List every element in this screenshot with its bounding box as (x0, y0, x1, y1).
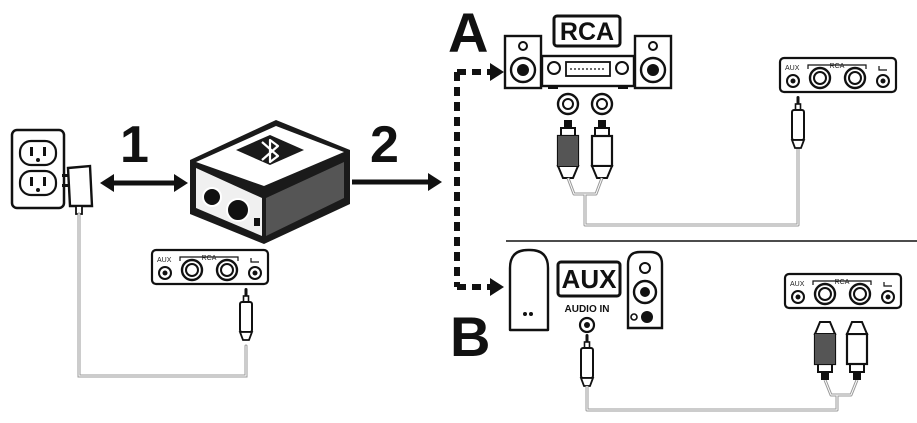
step-2-number: 2 (370, 116, 399, 174)
port-panel-r-aux-label: AUX (157, 257, 172, 264)
arrow-step-2 (352, 173, 442, 191)
rca-plug-b-left (813, 320, 837, 382)
rca-badge: RCA (552, 14, 622, 48)
branch-dashed-line (454, 63, 504, 296)
power-adapter-icon (62, 164, 94, 215)
portable-speaker-icon (508, 248, 550, 332)
wall-outlet-icon (10, 128, 66, 210)
rca-plug-left (556, 118, 580, 180)
jack-plug-option-a (791, 95, 805, 149)
port-panel-aux-label: AUX (785, 65, 800, 72)
receiver-port-right (226, 198, 250, 222)
port-panel-rca-label: RCA (830, 63, 845, 70)
audio-in-socket (578, 316, 596, 334)
aux-badge-label: AUX (562, 264, 618, 294)
option-b-letter: B (450, 305, 490, 368)
audio-in-label: AUDIO IN (565, 304, 610, 315)
port-panel-option-b: AUX RCA (783, 272, 903, 310)
stereo-rca-sockets (556, 92, 614, 116)
step-1-number: 1 (120, 116, 149, 174)
port-panel-r-rca-label: RCA (202, 255, 217, 262)
power-cable (77, 212, 248, 378)
rca-plug-right (590, 118, 614, 180)
stereo-system-icon (503, 34, 673, 90)
port-panel-b-rca-label: RCA (835, 279, 850, 286)
bluetooth-icon (261, 138, 280, 164)
port-panel-option-a: AUX RCA (778, 56, 898, 94)
option-b-cable (585, 379, 859, 412)
port-panel-receiver: AUX RCA (150, 248, 270, 286)
arrow-step-1 (100, 174, 188, 192)
rca-plug-b-right (845, 320, 869, 382)
rca-badge-label: RCA (560, 18, 614, 46)
port-panel-b-aux-label: AUX (790, 281, 805, 288)
bluetooth-receiver-icon (190, 120, 350, 244)
receiver-port-left (202, 187, 222, 207)
power-plug-receiver (239, 287, 253, 341)
jack-plug-option-b (580, 333, 594, 387)
aux-badge: AUX (556, 260, 622, 298)
option-a-letter: A (448, 1, 488, 64)
computer-speaker-icon (626, 250, 664, 330)
